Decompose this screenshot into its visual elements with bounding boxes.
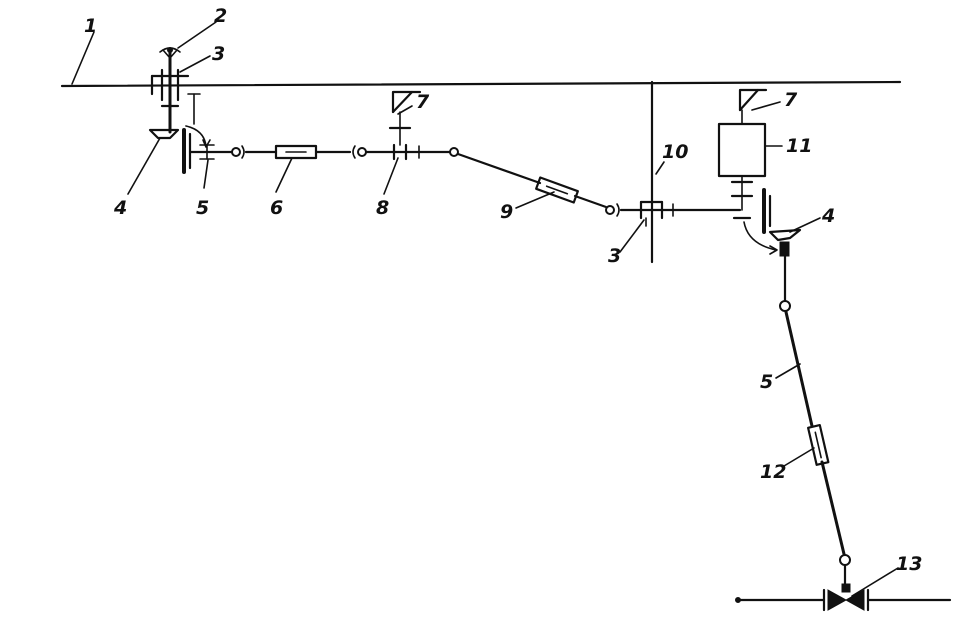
label-11: 11 — [786, 135, 812, 157]
label-2: 2 — [214, 5, 227, 27]
valve — [735, 583, 952, 612]
label-9: 9 — [500, 201, 513, 223]
label-5-lower: 5 — [760, 371, 773, 393]
horizontal-shaft — [188, 127, 459, 161]
label-1: 1 — [84, 15, 97, 37]
label-5-upper: 5 — [196, 197, 209, 219]
handwheel-assembly-left — [150, 47, 201, 134]
valve-drive-shaft — [779, 254, 851, 586]
bracket-support-left — [388, 90, 422, 130]
label-4-left: 4 — [113, 197, 127, 219]
label-6: 6 — [270, 197, 283, 219]
label-8: 8 — [376, 197, 389, 219]
label-3-left: 3 — [212, 43, 225, 65]
deck-line — [60, 80, 902, 88]
label-7-right: 7 — [784, 89, 798, 111]
label-13: 13 — [896, 553, 922, 575]
label-10: 10 — [662, 141, 688, 163]
label-3-right: 3 — [608, 245, 621, 267]
part-labels: 1 2 3 4 5 6 8 7 9 3 10 7 11 4 5 12 13 — [84, 5, 922, 575]
diagonal-shaft — [456, 152, 620, 217]
label-12: 12 — [760, 461, 786, 483]
bulkhead-pass-through — [619, 80, 742, 264]
label-7-left: 7 — [416, 91, 430, 113]
leader-lines — [71, 21, 899, 597]
actuator-box-assembly — [717, 88, 768, 220]
bevel-gear-left — [148, 125, 211, 174]
bevel-gear-right — [743, 188, 802, 257]
label-4-right: 4 — [821, 205, 835, 227]
